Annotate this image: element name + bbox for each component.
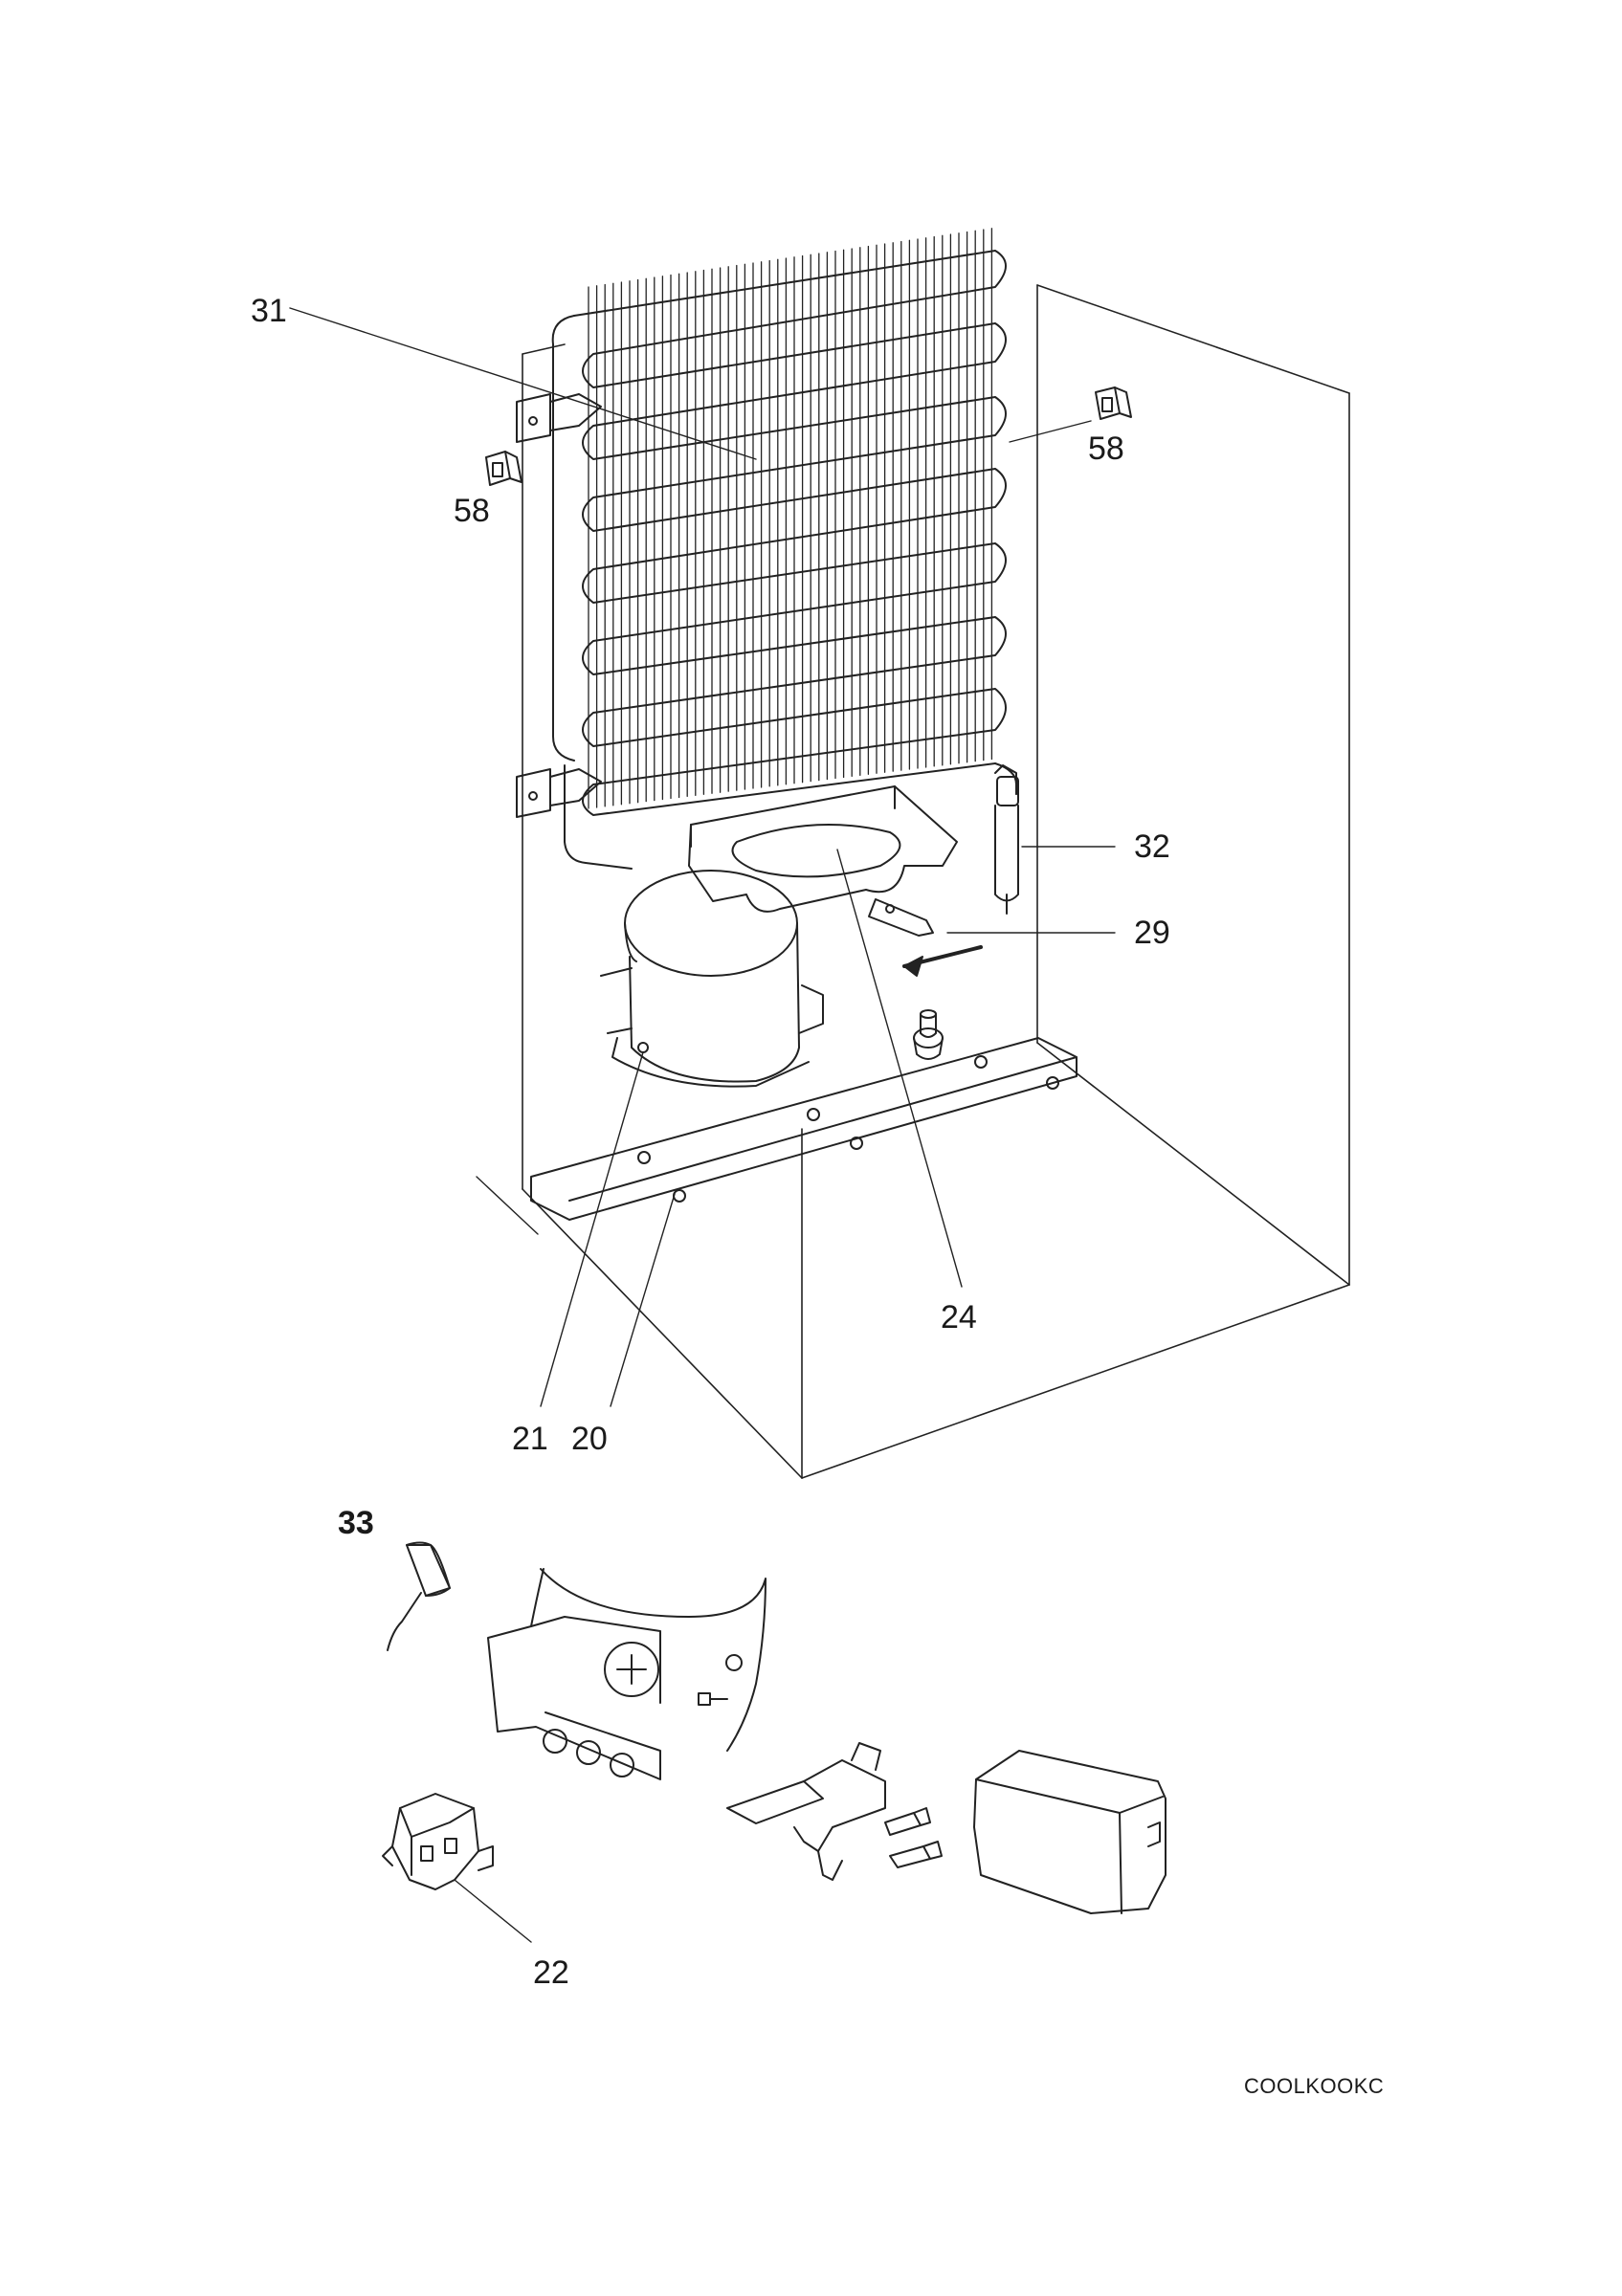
compressor-mounting-rail [530, 1037, 1078, 1221]
filter-drier [994, 764, 1019, 915]
callout-58-right: 58 [1088, 430, 1124, 467]
direction-arrow [902, 945, 983, 977]
relay-cover [973, 1750, 1167, 1914]
spacer-clip-58-left [485, 451, 522, 486]
grommet [920, 1009, 937, 1038]
callout-22: 22 [533, 1954, 569, 1991]
screw-lower [889, 1841, 943, 1868]
condenser-coil [551, 250, 1017, 870]
capacitor-33 [387, 1541, 451, 1651]
spacer-clip-58-right [1095, 386, 1132, 420]
foot-bushing [913, 1027, 944, 1060]
callout-20: 20 [571, 1421, 608, 1457]
compressor [600, 870, 824, 1088]
callout-31: 31 [251, 293, 287, 329]
condenser-clip-upper [516, 393, 602, 443]
bracket-29 [868, 898, 934, 937]
condenser-clip-lower [516, 768, 602, 818]
callout-33: 33 [338, 1505, 374, 1541]
callout-58-left: 58 [454, 493, 490, 529]
callout-21: 21 [512, 1421, 548, 1457]
screw-upper [884, 1807, 931, 1836]
overload-protector-22 [382, 1793, 532, 1943]
cabinet-outline [522, 284, 1350, 1479]
callout-32: 32 [1134, 828, 1170, 865]
compressor-terminal-detail [487, 1568, 767, 1780]
condenser-wires [588, 228, 993, 809]
callout-24: 24 [941, 1299, 977, 1336]
evaporation-tray [688, 785, 958, 913]
callout-29: 29 [1134, 915, 1170, 951]
leader-lines [289, 307, 1116, 1407]
starter-relay [726, 1742, 886, 1881]
diagram-code: COOLKOOKC [1244, 2074, 1385, 2098]
